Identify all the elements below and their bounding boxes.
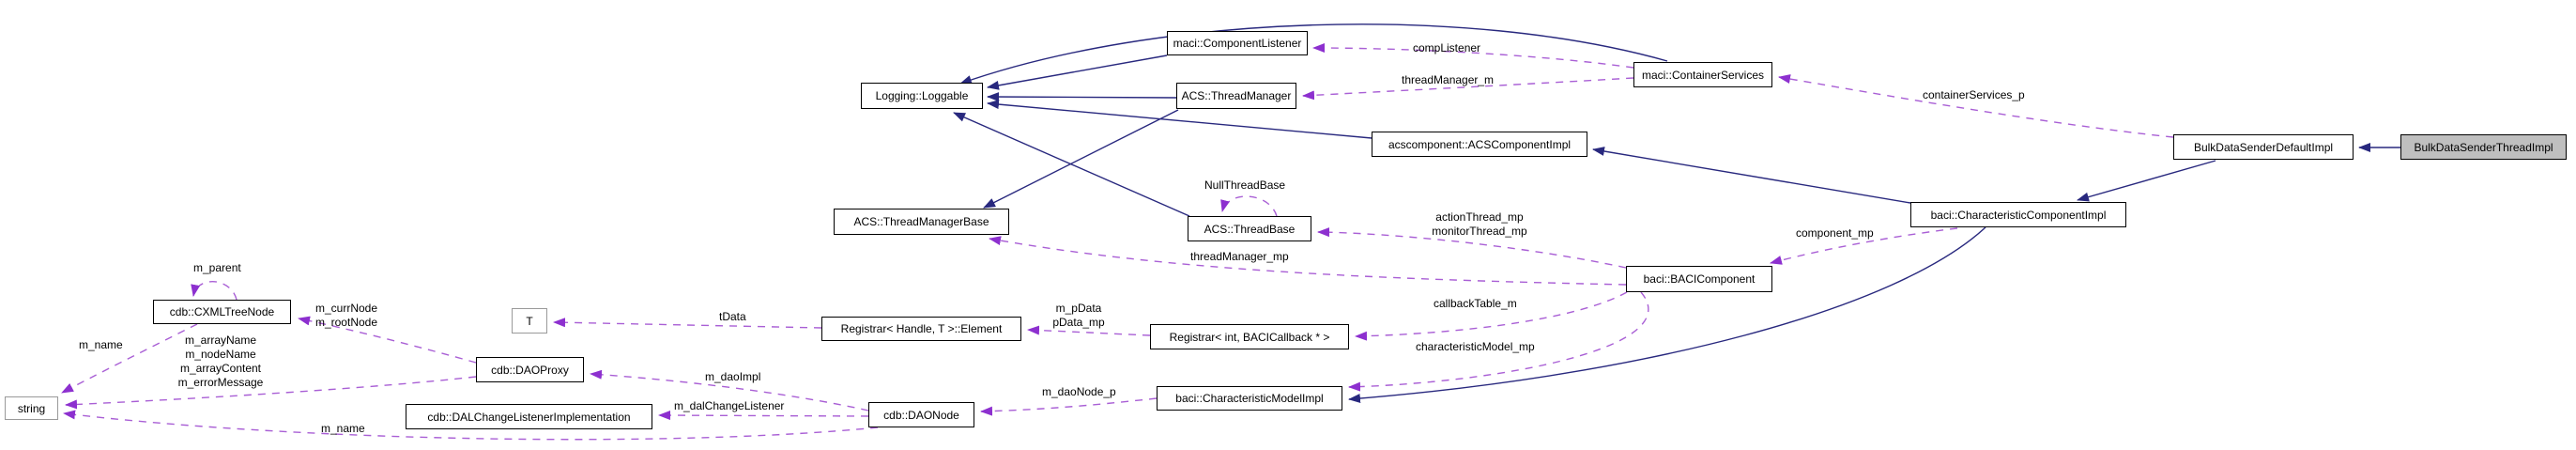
node-registrar-int-bacicallback[interactable]: Registrar< int, BACICallback * > [1150, 324, 1349, 349]
edge-acscomponentimpl-inherits-loggable [987, 100, 1372, 139]
label-component-mp: component_mp [1796, 226, 1874, 240]
label-m-daonode-p: m_daoNode_p [1042, 385, 1116, 398]
edge-componentlistener-inherits-loggable [987, 54, 1168, 90]
edge-charcompimpl-inherits-acscomponentimpl [1592, 147, 1911, 204]
edge-registrarelement-t [553, 318, 822, 329]
node-maci-componentlistener[interactable]: maci::ComponentListener [1167, 31, 1308, 55]
edge-threadbase-inherits-loggable [953, 112, 1190, 217]
node-acs-threadbase[interactable]: ACS::ThreadBase [1188, 216, 1311, 241]
edge-cxmltreenode-selfloop [191, 281, 238, 301]
label-m-parent: m_parent [193, 261, 241, 274]
node-string: string [5, 396, 58, 420]
label-threadmanager-mp: threadManager_mp [1190, 250, 1289, 263]
edge-containerservices-inherits-loggable [959, 23, 1668, 85]
edge-cxmltreenode-string [61, 323, 198, 394]
label-callbacktable-m: callbackTable_m [1434, 297, 1517, 310]
edge-daoproxy-cxmltreenode [298, 316, 477, 364]
label-m-arrayname: m_arrayName [184, 334, 257, 347]
node-acs-threadmanager[interactable]: ACS::ThreadManager [1176, 83, 1296, 109]
edge-registrarint-registrarelement [1027, 325, 1151, 336]
edge-threadmanager-inherits-threadmanagerbase [983, 109, 1179, 209]
edge-charcompimpl-bacicomponent [1770, 227, 1958, 265]
node-cdb-daoproxy[interactable]: cdb::DAOProxy [476, 357, 584, 382]
edge-threadmanager-inherits-loggable [987, 92, 1177, 102]
label-m-errormessage: m_errorMessage [177, 376, 264, 389]
edge-daonode-daoproxy [590, 369, 869, 411]
node-registrar-handle-element[interactable]: Registrar< Handle, T >::Element [821, 317, 1021, 341]
label-nullthreadbase: NullThreadBase [1204, 178, 1286, 192]
label-complistener: compListener [1413, 41, 1481, 54]
edge-daonode-string [63, 410, 879, 441]
node-cdb-daonode[interactable]: cdb::DAONode [868, 402, 974, 427]
edge-bacicomponent-threadbase [1317, 227, 1627, 269]
label-pdata-mp: pData_mp [1052, 316, 1105, 329]
label-tdata: tData [719, 310, 746, 323]
edge-bacicomponent-registrarint [1355, 291, 1628, 341]
edge-daonode-dalimpl [658, 411, 869, 421]
label-m-arraycontent: m_arrayContent [179, 362, 262, 375]
node-characteristiccomponentimpl[interactable]: baci::CharacteristicComponentImpl [1910, 202, 2126, 227]
edge-containerservices-threadmanager [1302, 77, 1634, 101]
label-string-members: m_arrayName m_nodeName m_arrayContent m_… [169, 334, 272, 390]
edge-charmodelimpl-daonode [980, 397, 1158, 416]
label-characteristicmodel-mp: characteristicModel_mp [1416, 340, 1535, 353]
node-characteristicmodelimpl[interactable]: baci::CharacteristicModelImpl [1157, 386, 1342, 411]
label-m-rootnode: m_rootNode [314, 316, 378, 329]
label-m-currnode: m_currNode [314, 302, 378, 315]
edge-charcompimpl-inherits-charmodelimpl [1348, 226, 1986, 404]
label-currnode-rootnode: m_currNode m_rootNode [308, 302, 385, 330]
node-cdb-cxmltreenode[interactable]: cdb::CXMLTreeNode [153, 300, 291, 324]
edge-containerservices-complistener [1312, 43, 1634, 69]
node-acscomponentimpl[interactable]: acscomponent::ACSComponentImpl [1372, 132, 1587, 157]
label-mpdata-pdatamp: m_pData pData_mp [1038, 302, 1119, 330]
node-cdb-dalchangelistenerimplementation[interactable]: cdb::DALChangeListenerImplementation [406, 404, 652, 429]
edge-bacicomponent-charmodelimpl [1348, 291, 1649, 392]
node-logging-loggable[interactable]: Logging::Loggable [861, 83, 983, 109]
edge-threadbase-selfloop [1220, 195, 1278, 217]
node-template-t: T [512, 308, 547, 334]
label-containerservices-p: containerServices_p [1923, 88, 2025, 101]
node-baci-bacicomponent[interactable]: baci::BACIComponent [1626, 266, 1772, 292]
label-actionthread-mp: actionThread_mp [1435, 210, 1524, 224]
edge-bulkdefault-containerservices [1778, 74, 2174, 138]
label-m-pdata: m_pData [1055, 302, 1102, 315]
edge-bulkdefault-inherits-charcompimpl [2077, 160, 2216, 202]
node-maci-containerservices[interactable]: maci::ContainerServices [1633, 62, 1772, 87]
label-m-name-daonode: m_name [321, 422, 365, 435]
label-m-nodename: m_nodeName [185, 348, 256, 361]
label-m-dalchangelistener: m_dalChangeListener [674, 399, 785, 412]
node-bulkdatasenderdefaultimpl[interactable]: BulkDataSenderDefaultImpl [2173, 134, 2354, 160]
label-m-daoimpl: m_daoImpl [705, 370, 761, 383]
label-actionthread-monitorthread: actionThread_mp monitorThread_mp [1421, 210, 1538, 239]
label-monitorthread-mp: monitorThread_mp [1432, 225, 1527, 238]
edge-daoproxy-string [65, 376, 477, 410]
edge-bacicomponent-threadmanagerbase [989, 236, 1627, 286]
label-threadmanager-m: threadManager_m [1402, 73, 1495, 86]
node-acs-threadmanagerbase[interactable]: ACS::ThreadManagerBase [834, 209, 1009, 235]
label-m-name-cxmltreenode: m_name [79, 338, 123, 351]
node-bulkdatasenderthreadimpl: BulkDataSenderThreadImpl [2400, 134, 2567, 160]
